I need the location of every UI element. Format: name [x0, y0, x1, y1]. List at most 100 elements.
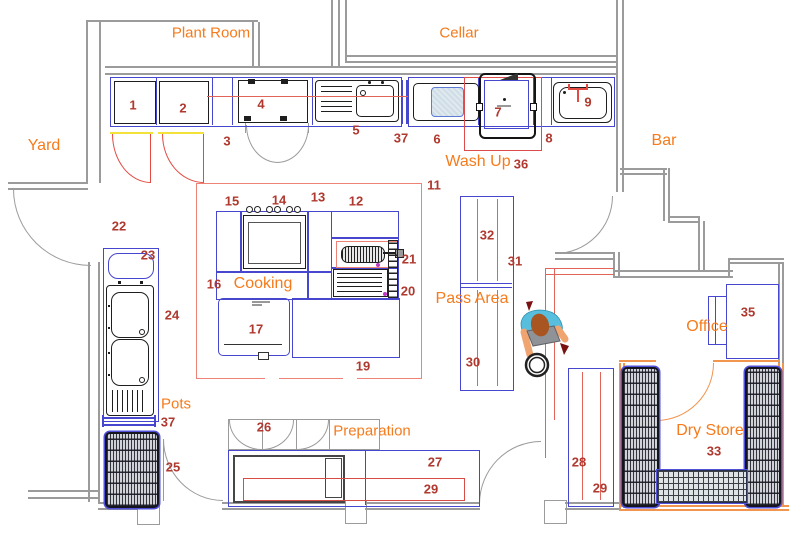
door-swing-bar [555, 196, 613, 254]
burner [254, 206, 261, 213]
item-number-32: 32 [479, 227, 495, 243]
trolley-rail [401, 80, 403, 124]
counter-divider [312, 77, 313, 125]
door-swing-yard [13, 189, 91, 266]
person-arm [520, 328, 534, 359]
chargrill-20 [333, 269, 388, 297]
range-14 [243, 215, 306, 269]
item-number-9: 9 [584, 94, 592, 110]
dry-store-shelving-bottom [657, 470, 747, 503]
room-label-bar: Bar [651, 132, 677, 149]
table-unit-4 [238, 80, 308, 123]
item-number-29-prep: 29 [423, 481, 439, 497]
zone-gap [343, 371, 357, 381]
item-number-33: 33 [706, 443, 722, 459]
wall-segment [663, 168, 665, 221]
pots-sink-bowl [111, 292, 149, 338]
pass-bench-divider [460, 287, 512, 289]
pass-bench-divider [460, 283, 512, 285]
zone-gap [265, 371, 279, 381]
wall-segment [555, 252, 614, 254]
drainer-line [321, 106, 352, 108]
item-number-3: 3 [223, 133, 231, 149]
wall-segment [620, 173, 667, 175]
dry-store-shelving-right [745, 367, 781, 507]
cupboard-frame [228, 449, 380, 451]
grill-bar [337, 291, 382, 293]
item-number-8: 8 [545, 130, 553, 146]
room-label-cellar: Cellar [439, 24, 479, 42]
annotation-mark [252, 301, 270, 303]
grill-bar [337, 273, 382, 275]
burner [266, 206, 273, 213]
item-number-17: 17 [248, 321, 264, 337]
magenta-marker [376, 263, 380, 267]
wall-segment [331, 0, 333, 67]
service-line [477, 290, 479, 386]
sink-unit-5 [315, 80, 399, 122]
item-number-12: 12 [348, 193, 364, 209]
room-label-plant-room: Plant Room [171, 24, 251, 42]
dishwasher-dot [503, 98, 506, 101]
counter-divider [533, 77, 534, 125]
grill-bar [337, 277, 382, 279]
hand-basin-9 [553, 82, 612, 123]
drainer-line [127, 390, 129, 412]
wall-segment [105, 73, 617, 75]
orange-wall [713, 360, 780, 362]
island-unit-15 [216, 211, 242, 273]
pots-station [103, 248, 159, 422]
room-label-pass-area: Pass Area [435, 290, 509, 307]
wall-segment [613, 252, 615, 277]
undercounter-unit [233, 455, 345, 503]
burner [286, 206, 293, 213]
item-number-15: 15 [224, 193, 240, 209]
service-line [554, 268, 556, 420]
door-frame [308, 123, 310, 133]
pass-bench [460, 196, 514, 391]
wall-segment [668, 216, 700, 218]
island-unit-16-band [216, 271, 309, 300]
room-label-wash-up: Wash Up [445, 153, 511, 170]
prep-bench-divider [365, 450, 367, 505]
wall-segment [622, 0, 624, 192]
drainer-line [321, 101, 352, 103]
trolley-rail [406, 80, 408, 124]
drainer-line [321, 111, 352, 113]
drainer-line [321, 91, 352, 93]
basin-dot [563, 91, 566, 94]
orange-wall [619, 505, 789, 507]
wall-segment [365, 502, 480, 504]
drainer-line [142, 390, 144, 412]
double-door-left [246, 125, 278, 163]
wall-segment [222, 508, 346, 510]
fixing-dot [108, 305, 110, 307]
cupboard-frame [296, 419, 298, 450]
item-number-22: 22 [111, 218, 127, 234]
office-chair-back [708, 296, 716, 345]
person-figure [520, 301, 569, 378]
cooking-zone-outline [196, 183, 422, 379]
item-number-26: 26 [256, 419, 272, 435]
wall-segment [728, 258, 730, 277]
sink-bowl [356, 85, 394, 117]
pots-shelf-23 [108, 253, 154, 279]
service-line [497, 290, 499, 386]
wall-segment [565, 502, 621, 504]
wall-segment [698, 216, 700, 272]
service-line [582, 372, 584, 500]
trolley-rail [104, 424, 156, 426]
item-number-13: 13 [310, 189, 326, 205]
wall-segment [88, 262, 90, 502]
item-number-4: 4 [257, 96, 265, 112]
door-swing-dry-store [656, 363, 714, 421]
wall-segment [565, 508, 621, 510]
fixing-dot [108, 327, 110, 329]
wall-segment [28, 490, 100, 492]
item-number-29-corridor: 29 [592, 480, 608, 496]
dishwasher-microtext [497, 105, 511, 107]
item-number-5: 5 [352, 122, 360, 138]
room-label-yard: Yard [27, 137, 61, 154]
trolley-rail [102, 415, 104, 427]
island-unit-13 [307, 211, 332, 273]
